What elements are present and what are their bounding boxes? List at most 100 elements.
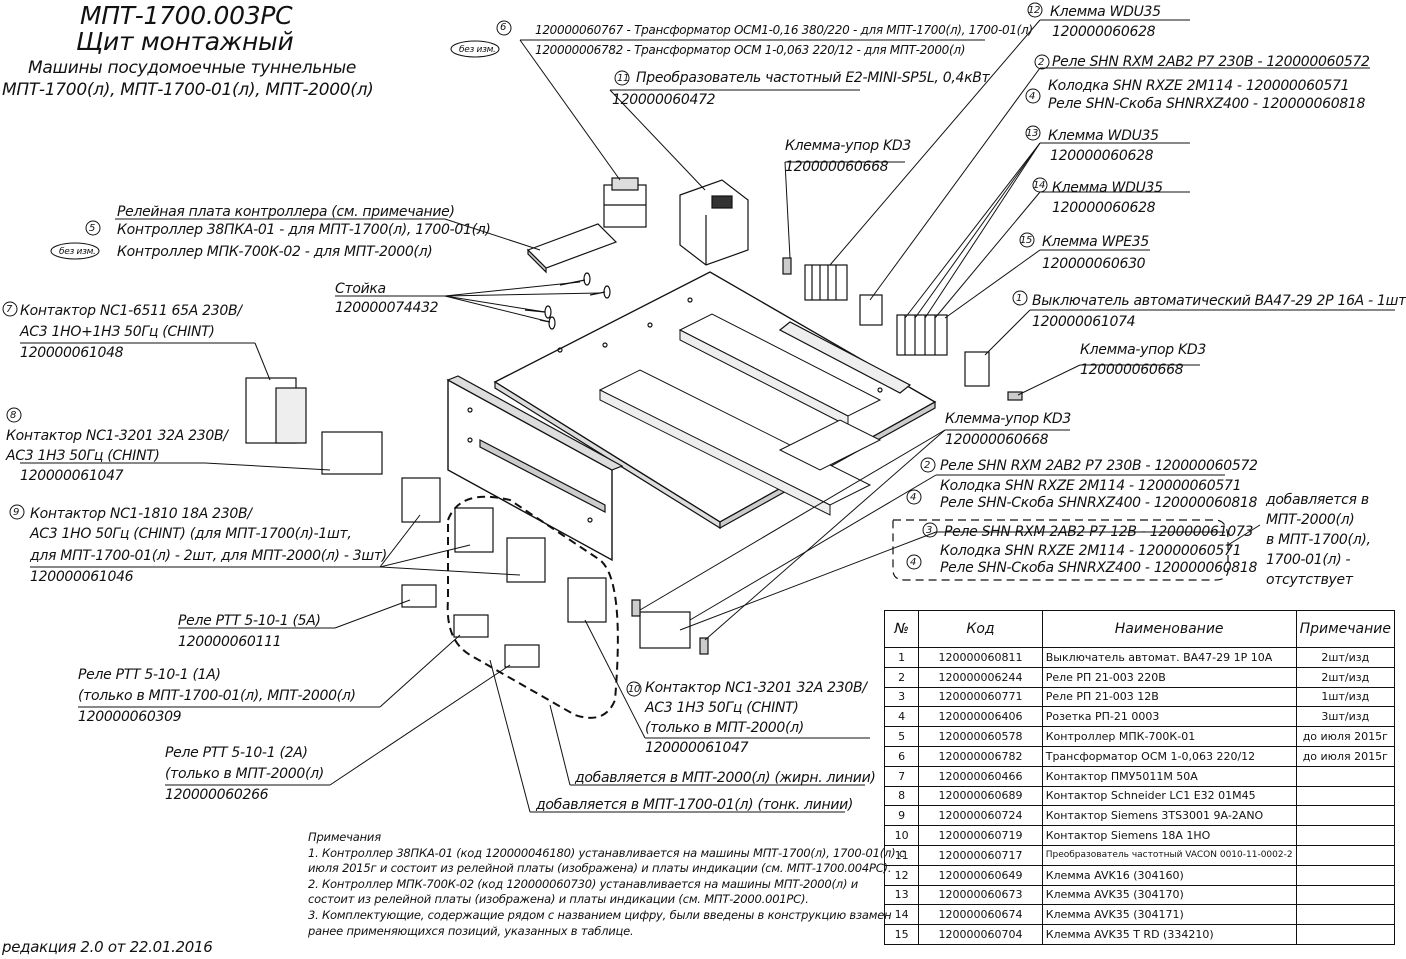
end-stop-label: Клемма-упор KD3 (945, 411, 1071, 427)
row-number: 12 (883, 864, 920, 886)
row-name: Розетка РП-21 0003 (1041, 706, 1297, 728)
rtt-relay-label: Реле РТТ 5-10-1 (1А) (78, 667, 221, 683)
relay-board (526, 223, 618, 274)
row-code: 120000006406 (918, 706, 1043, 728)
row-number: 14 (883, 904, 920, 926)
row-code: 120000060724 (918, 805, 1043, 827)
row-code: 120000060649 (918, 864, 1043, 886)
row-code: 120000060689 (918, 785, 1043, 807)
rtt-relay-label: Реле РТТ 5-10-1 (2А) (165, 745, 308, 761)
row-name: Реле РП 21-003 12В (1041, 686, 1297, 708)
callout-number: 10 (628, 684, 641, 695)
row-note: 2шт/изд (1295, 647, 1396, 668)
socket-label: Колодка SHN RXZE 2M114 - 120000060571 (940, 543, 1242, 559)
row-name: Клемма AVK35 (304171) (1041, 904, 1297, 926)
relay-board-label: Релейная плата контроллера (см. примечан… (117, 204, 455, 220)
row-note (1295, 825, 1396, 846)
row-note (1295, 904, 1396, 926)
row-code: 120000060674 (918, 904, 1043, 926)
contactor-spec: АС3 1НО 50Гц (CHINT) (для МПТ-1700(л)-1ш… (30, 526, 352, 542)
converter-label: Преобразователь частотный E2-MINI-SP5L, … (636, 70, 990, 86)
row-note (1295, 844, 1396, 866)
contactor-spec: АС3 1НЗ 50Гц (CHINT) (645, 700, 799, 716)
row-number: 13 (883, 884, 920, 906)
row-name: Контроллер МПК-700К-01 (1041, 726, 1297, 747)
transformer-label-2: 120000006782 - Трансформатор ОСМ 1-0,063… (535, 43, 966, 57)
note-line: 2. Контроллер МПК-700К-02 (код 120000060… (308, 876, 858, 891)
row-name: Реле РП 21-003 220В (1041, 666, 1297, 688)
added-bold-note: добавляется в МПТ-2000(л) (жирн. линии) (575, 770, 876, 786)
row-code: 120000060673 (918, 884, 1043, 906)
note-line: июля 2015г и состоит из релейной платы (… (308, 861, 892, 876)
row-note: 2шт/изд (1295, 666, 1396, 688)
row-number: 10 (883, 825, 920, 846)
added-note: 1700-01(л) - (1266, 552, 1351, 568)
terminal-code: 120000060628 (1052, 24, 1156, 40)
contactor-code: 120000061047 (20, 468, 124, 484)
terminal-code: 120000060630 (1042, 256, 1146, 272)
row-number: 11 (883, 844, 920, 866)
terminal-label: Клемма WDU35 (1048, 128, 1159, 144)
contactor-spec: АС3 1НО+1НЗ 50Гц (CHINT) (20, 324, 215, 340)
standoff-label: Стойка (335, 281, 386, 297)
row-name: Клемма AVK16 (304160) (1041, 864, 1297, 886)
column-header-code: Код (918, 610, 1043, 648)
callout-number: 3 (926, 525, 933, 536)
rtt-relay-label: Реле РТТ 5-10-1 (5А) (178, 613, 321, 629)
row-note (1295, 864, 1396, 886)
terminal-code: 120000060628 (1052, 200, 1156, 216)
column-header-number: № (883, 610, 920, 648)
callout-number: 2 (924, 460, 931, 471)
callout-number: 13 (1026, 128, 1039, 139)
terminal-blocks-drawing (782, 257, 1023, 401)
row-note: до июля 2015г (1295, 726, 1396, 747)
row-name: Выключатель автомат. ВА47-29 1Р 10А (1041, 647, 1297, 668)
side-panel (446, 375, 624, 562)
row-name: Контактор Schneider LC1 E32 01M45 (1041, 785, 1297, 807)
terminal-label: Клемма WPE35 (1042, 234, 1149, 250)
row-code: 120000060578 (918, 726, 1043, 747)
relay-label: Реле SHN RXM 2AB2 P7 230В - 120000060572 (1052, 54, 1370, 70)
row-name: Клемма AVK35 T RD (334210) (1041, 924, 1297, 945)
note-line: ранее применяющихся позиций, указанных в… (308, 923, 634, 938)
column-header-note: Примечание (1295, 610, 1396, 648)
row-number: 8 (883, 785, 920, 807)
added-thin-note: добавляется в МПТ-1700-01(л) (тонк. лини… (536, 797, 854, 813)
row-code: 120000060811 (918, 647, 1043, 668)
rtt-relay-spec: (только в МПТ-2000(л) (165, 766, 324, 782)
breaker-label: Выключатель автоматический ВА47-29 2Р 16… (1032, 293, 1406, 309)
contactor-code: 120000061047 (645, 740, 749, 756)
contactor-spec: для МПТ-1700-01(л) - 2шт, для МПТ-2000(л… (30, 548, 387, 564)
callout-number: 2 (1038, 57, 1045, 68)
callout-number: 4 (910, 492, 917, 503)
row-note: до июля 2015г (1295, 745, 1396, 767)
row-note (1295, 785, 1396, 807)
terminal-code: 120000060628 (1050, 148, 1154, 164)
leader-lines (20, 19, 1395, 813)
note-line: 3. Комплектующие, содержащие рядом с наз… (308, 907, 892, 922)
contactor-label: Контактор NC1-1810 18А 230В/ (30, 506, 252, 522)
frequency-converter-drawing (679, 179, 749, 266)
transformer-label-1: 120000060767 - Трансформатор ОСМ1-0,16 3… (535, 23, 1033, 37)
callout-number: 4 (1029, 91, 1036, 102)
callout-number: 1 (1016, 293, 1023, 304)
callout-number: 15 (1020, 235, 1033, 246)
row-number: 4 (883, 706, 920, 728)
column-header-name: Наименование (1041, 610, 1297, 648)
callout-number: 7 (6, 304, 13, 315)
contactor-spec: (только в МПТ-2000(л) (645, 720, 804, 736)
converter-code: 120000060472 (612, 92, 716, 108)
relay-label: Реле SHN RXM 2AB2 P7 230В - 120000060572 (940, 458, 1258, 474)
rtt-relay-spec: (только в МПТ-1700-01(л), МПТ-2000(л) (78, 688, 356, 704)
row-name: Клемма AVK35 (304170) (1041, 884, 1297, 906)
row-code: 120000006244 (918, 666, 1043, 688)
row-name: Контактор Siemens 18A 1НО (1041, 825, 1297, 846)
relay-12v-label: Реле SHN RXM 2AB2 P7 12В - 120000061073 (944, 524, 1254, 540)
